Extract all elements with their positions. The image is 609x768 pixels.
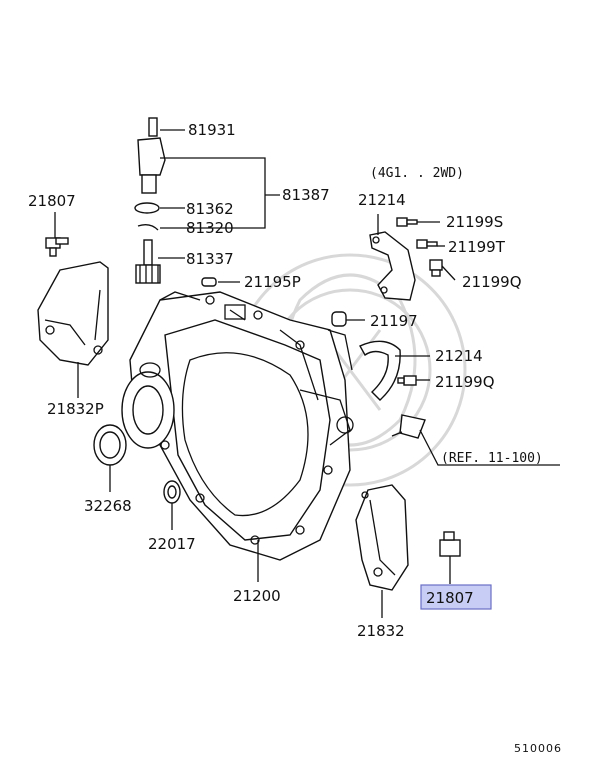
leader-lines xyxy=(54,129,560,618)
driven-gear-81337[interactable] xyxy=(135,239,161,284)
bolt-21199Q-upper[interactable] xyxy=(429,259,443,277)
label-21832[interactable]: 21832 xyxy=(357,622,405,640)
label-21199Q-lower[interactable]: 21199Q xyxy=(435,373,495,391)
variant-note: (4G1. . 2WD) xyxy=(370,166,464,181)
plug-21195P[interactable] xyxy=(201,277,217,287)
bolt-21807-right[interactable] xyxy=(439,531,461,557)
bolt-21199T[interactable] xyxy=(416,239,438,249)
oil-seal-22017[interactable] xyxy=(163,480,181,504)
diagram-number: 510006 xyxy=(514,742,562,755)
bolt-21807-left[interactable] xyxy=(45,237,69,257)
o-ring-81362[interactable] xyxy=(134,202,160,214)
label-21214-upper[interactable]: 21214 xyxy=(358,191,406,209)
label-81362[interactable]: 81362 xyxy=(186,200,234,218)
cover-21832[interactable] xyxy=(355,484,409,591)
bracket-21832P[interactable] xyxy=(37,261,109,366)
label-81337[interactable]: 81337 xyxy=(186,250,234,268)
label-81931[interactable]: 81931 xyxy=(188,121,236,139)
label-21807-right[interactable]: 21807 xyxy=(426,589,474,607)
clip-81320[interactable] xyxy=(137,224,159,231)
bushing-21197[interactable] xyxy=(331,311,347,327)
label-21195P[interactable]: 21195P xyxy=(244,273,301,291)
oil-seal-32268[interactable] xyxy=(93,424,127,466)
transmission-case-21200[interactable] xyxy=(121,291,354,561)
label-21197[interactable]: 21197 xyxy=(370,312,418,330)
label-21199S[interactable]: 21199S xyxy=(446,213,503,231)
highlight-box xyxy=(420,584,492,610)
label-21807-left[interactable]: 21807 xyxy=(28,192,76,210)
highlighted-label-21807[interactable]: 21807 xyxy=(420,584,492,610)
label-21832P[interactable]: 21832P xyxy=(47,400,104,418)
reference-note[interactable]: (REF. 11-100) xyxy=(441,451,543,466)
label-81387[interactable]: 81387 xyxy=(282,186,330,204)
bracket-21214-lower[interactable] xyxy=(359,340,401,401)
label-22017[interactable]: 22017 xyxy=(148,535,196,553)
bolt-21199S[interactable] xyxy=(396,217,418,227)
label-21200[interactable]: 21200 xyxy=(233,587,281,605)
part-labels: 81931 81387 81362 81320 81337 21195P 218… xyxy=(28,121,562,755)
label-21199T[interactable]: 21199T xyxy=(448,238,506,256)
bracket-21214-upper[interactable] xyxy=(369,231,416,301)
speed-sensor-81387[interactable] xyxy=(137,117,166,194)
bolt-21199Q-lower[interactable] xyxy=(397,375,417,386)
label-32268[interactable]: 32268 xyxy=(84,497,132,515)
clip-ref-11-100[interactable] xyxy=(391,414,426,439)
label-81320[interactable]: 81320 xyxy=(186,219,234,237)
label-21214-lower[interactable]: 21214 xyxy=(435,347,483,365)
label-21199Q-upper[interactable]: 21199Q xyxy=(462,273,522,291)
